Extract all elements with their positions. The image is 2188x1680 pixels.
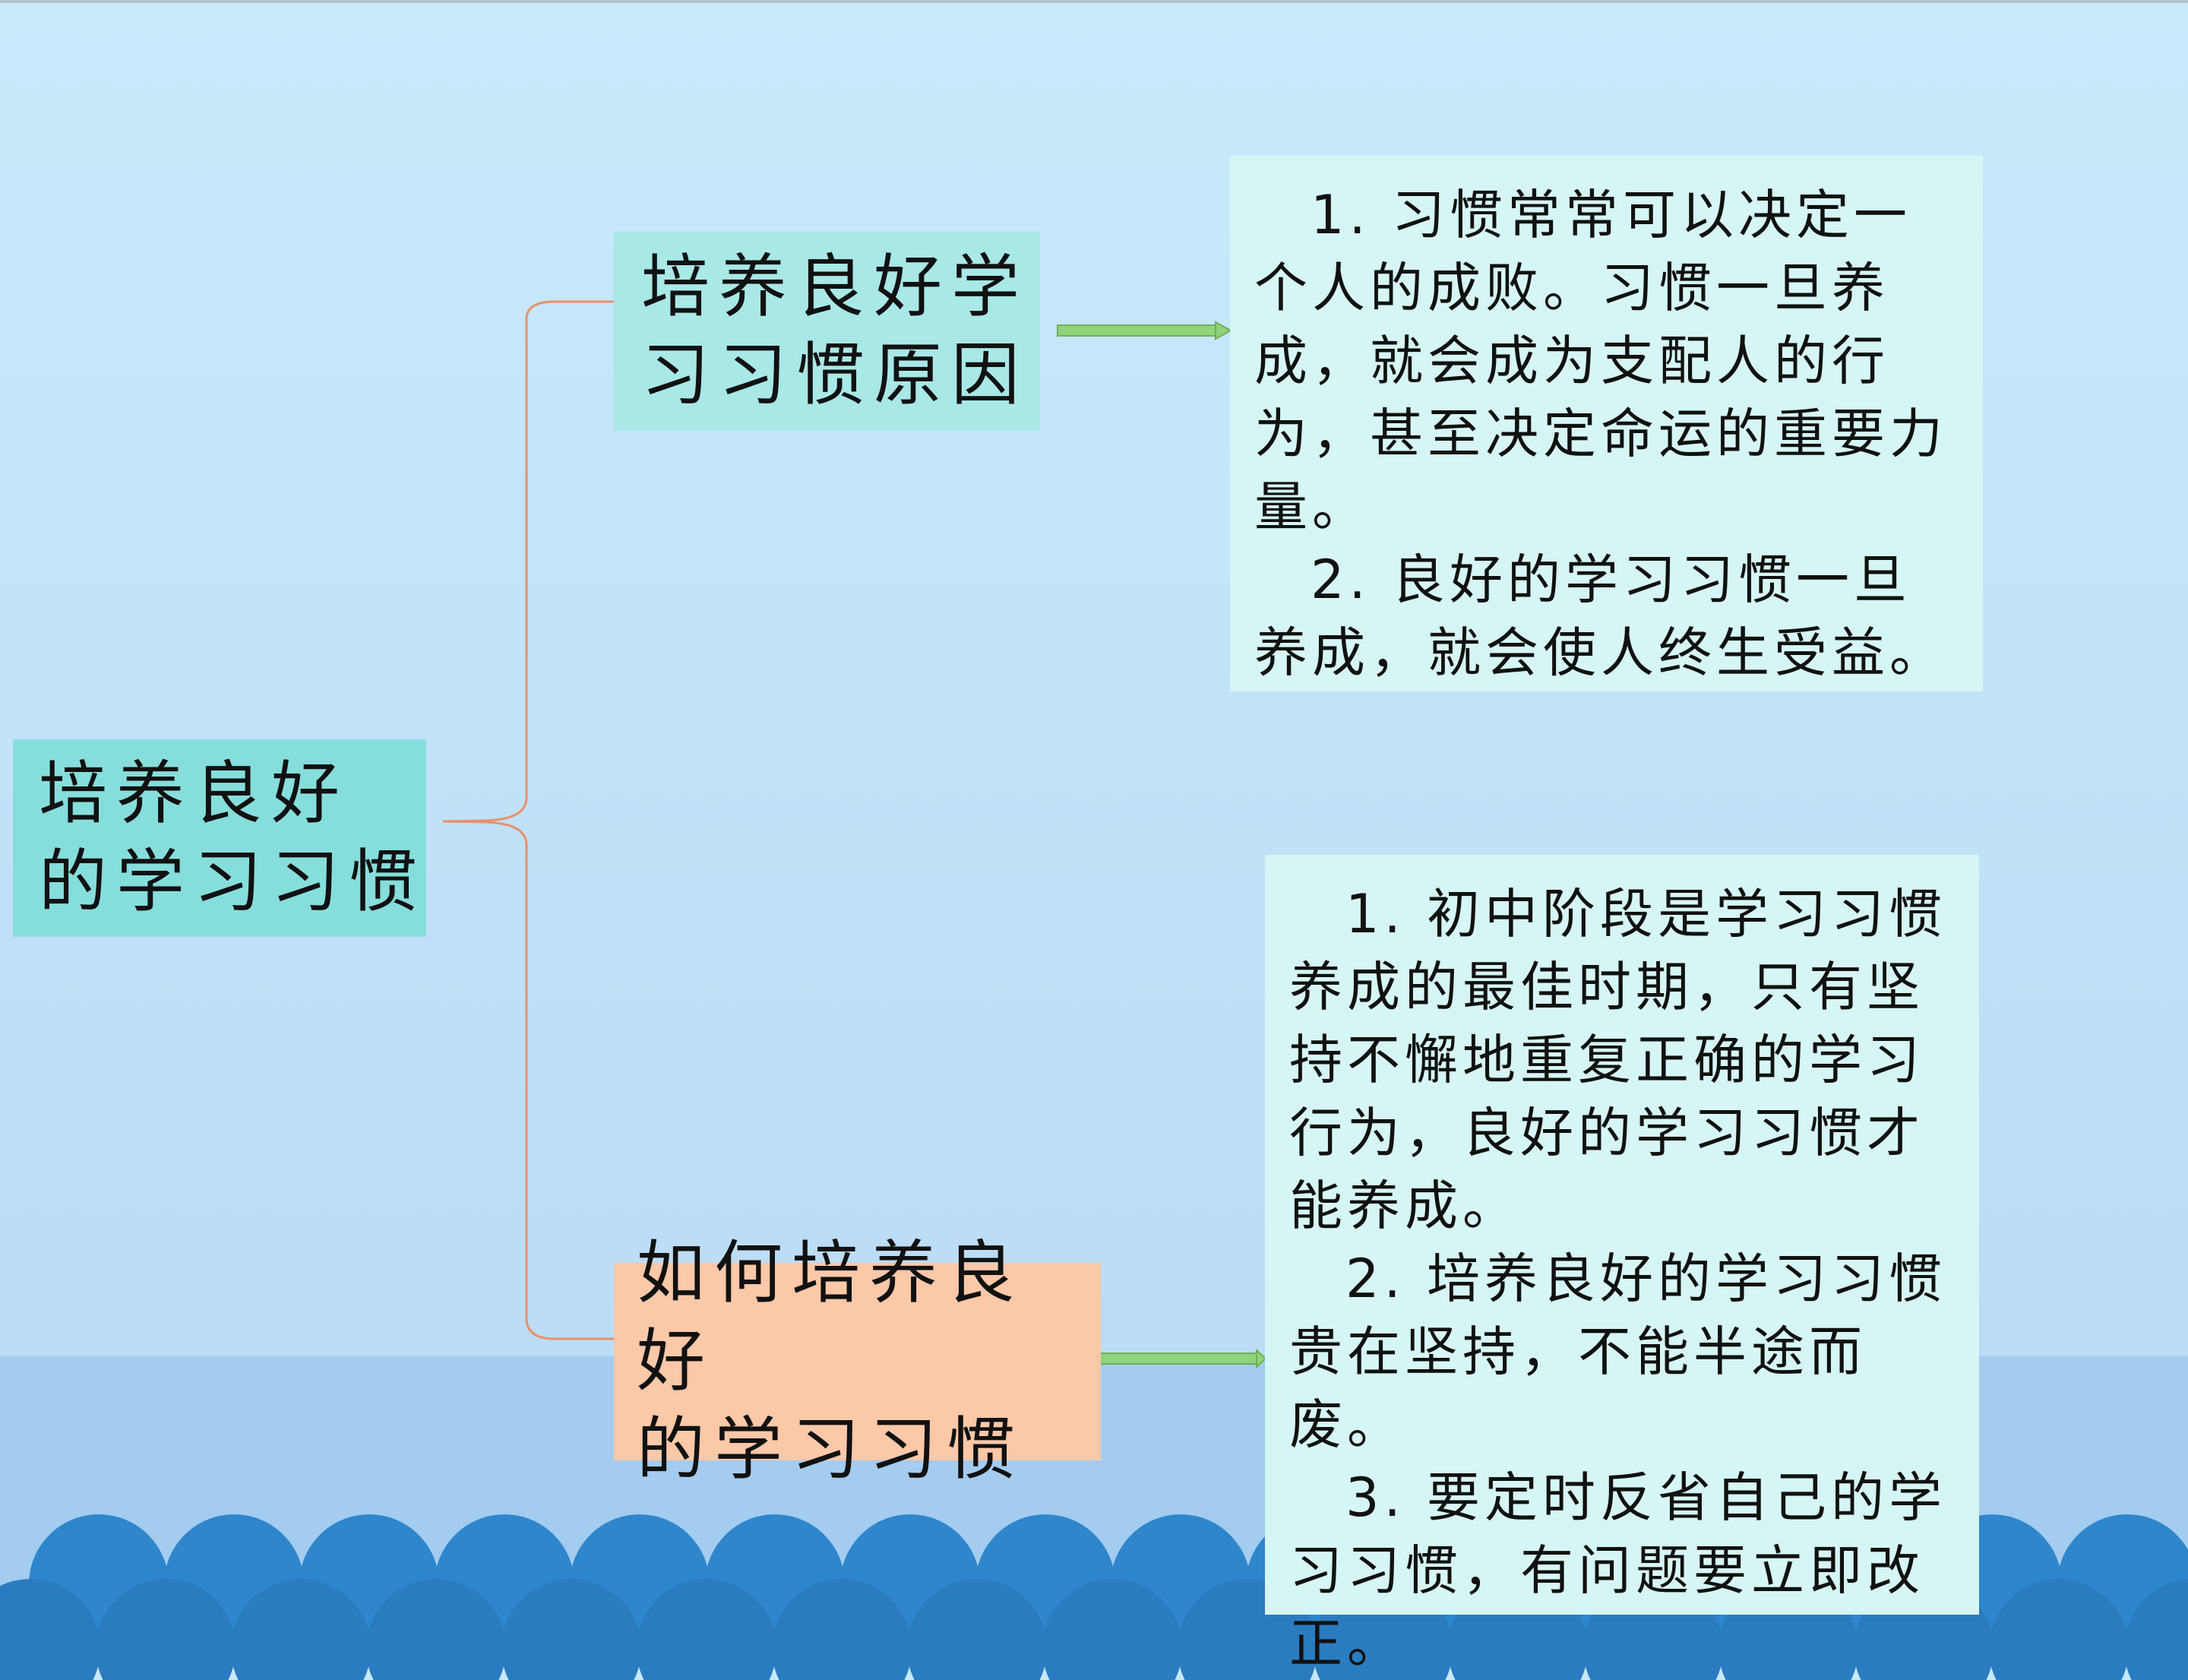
arrow-to-methods [1096, 1348, 1267, 1369]
methods-detail-box: 1. 初中阶段是学习习惯养成的最佳时期，只有坚持不懈地重复正确的学习行为，良好的… [1265, 855, 1979, 1675]
root-node: 培养良好 的学习习惯 [13, 739, 426, 937]
arrow-to-reasons [1057, 321, 1233, 340]
method-item: 1. 初中阶段是学习习惯养成的最佳时期，只有坚持不懈地重复正确的学习行为，良好的… [1289, 883, 1947, 1237]
branch-node-reasons: 培养良好学 习习惯原因 [614, 232, 1040, 431]
method-item: 2. 培养良好的学习习惯贵在坚持，不能半途而废。 [1289, 1248, 1947, 1456]
branch-node-methods: 如何培养良好 的学习习惯 [614, 1233, 1101, 1489]
branch-node-methods-label: 如何培养良好 的学习习惯 [637, 1233, 1024, 1489]
reasons-detail-box: 1. 习惯常常可以决定一个人的成败。习惯一旦养成，就会成为支配人的行为，甚至决定… [1230, 156, 1983, 691]
top-border [0, 0, 2188, 3]
connectors [442, 300, 1267, 1369]
wave-decoration [0, 1514, 2188, 1680]
reason-item: 2. 良好的学习习惯一旦养成，就会使人终生受益。 [1254, 549, 1947, 684]
method-item: 3. 要定时反省自己的学习习惯，有问题要立即改正。 [1289, 1466, 1947, 1675]
branch-node-reasons-label: 培养良好学 习习惯原因 [641, 247, 1029, 415]
root-node-label: 培养良好 的学习习惯 [39, 754, 426, 922]
mind-map-brace [442, 300, 614, 1340]
reason-item: 1. 习惯常常可以决定一个人的成败。习惯一旦养成，就会成为支配人的行为，甚至决定… [1254, 184, 1947, 538]
